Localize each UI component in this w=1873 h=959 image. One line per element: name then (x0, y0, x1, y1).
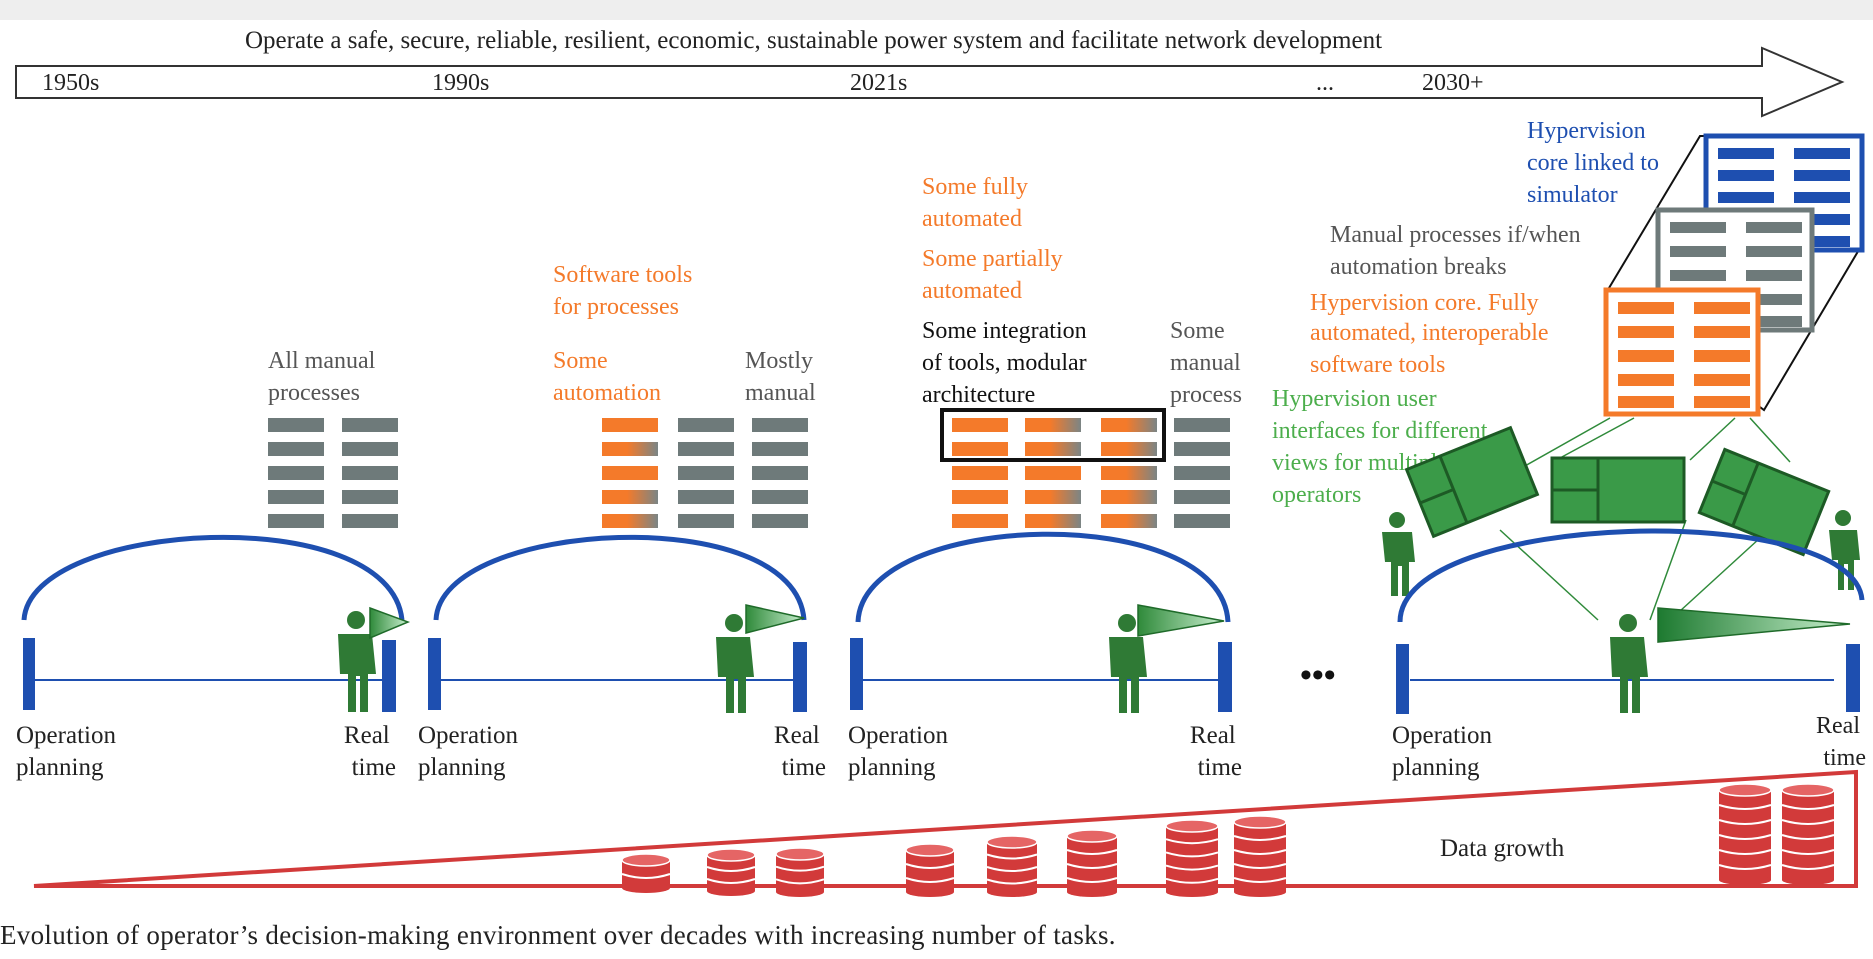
note-user-interfaces: Hypervision user interfaces for differen… (1272, 386, 1493, 508)
era-ellipsis: ... (1316, 70, 1334, 96)
top-bar (0, 0, 1873, 20)
note-manual-breaks: Manual processes if/when automation brea… (1330, 222, 1587, 280)
database-icon (1165, 819, 1219, 897)
timeline-end-label: Real time (1816, 713, 1866, 771)
person-icon (1382, 512, 1415, 596)
figure-caption: Evolution of operator’s decision-making … (0, 920, 1116, 950)
stage-1: All manual processes Operation planning … (16, 348, 411, 781)
start-bar (1396, 644, 1409, 714)
timeline-start-label: Operation planning (418, 722, 524, 781)
screen-icon (1404, 425, 1540, 539)
start-bar (850, 638, 863, 710)
person-icon (1109, 614, 1147, 713)
integration-frame (940, 408, 1166, 462)
timeline-end-label: Real time (774, 722, 826, 781)
person-icon (716, 614, 754, 713)
cycle-arc (21, 534, 405, 621)
cycle-arc (855, 531, 1231, 623)
timeline-end-label: Real time (344, 722, 396, 781)
stage-ellipsis: ••• (1300, 657, 1336, 694)
database-icon (1718, 783, 1772, 885)
stage-4: Hypervision core linked to simulator Man… (1272, 118, 1866, 781)
database-icon (1781, 783, 1835, 885)
flag-icon (1137, 604, 1225, 637)
note-fully-automated: Some fully automated (922, 174, 1034, 232)
note-some-manual: Some manual process (1170, 318, 1247, 408)
database-icons (621, 783, 1835, 897)
note-all-manual: All manual processes (268, 348, 381, 406)
stage-2: Software tools for processes Some automa… (418, 262, 826, 781)
database-icon (905, 843, 955, 897)
process-grid-icon (268, 418, 398, 528)
note-mostly-manual: Mostly manual (745, 348, 819, 406)
screen-icon (1697, 447, 1831, 557)
timeline-start-label: Operation planning (848, 722, 954, 781)
end-bar (382, 640, 396, 712)
banner-goal: Operate a safe, secure, reliable, resili… (245, 27, 1382, 54)
database-icon (621, 853, 671, 893)
note-integration: Some integration of tools, modular archi… (922, 318, 1093, 408)
database-icon (706, 848, 756, 896)
person-icon (1610, 614, 1648, 713)
start-bar (428, 638, 441, 710)
era-1990s: 1990s (432, 70, 489, 96)
arrow-icon (15, 46, 1845, 118)
end-bar (793, 642, 807, 712)
flag-icon (1657, 607, 1851, 643)
process-grid-icon (940, 408, 1230, 528)
note-core: Hypervision core. Fully automated, inter… (1310, 290, 1555, 378)
database-icon (1066, 829, 1118, 897)
note-simulator: Hypervision core linked to simulator (1527, 118, 1665, 208)
note-partially-automated: Some partially automated (922, 246, 1069, 304)
database-icon (1233, 815, 1287, 897)
era-2021s: 2021s (850, 70, 907, 96)
end-bar (1846, 644, 1860, 712)
database-icon (775, 847, 825, 897)
data-growth-label: Data growth (1440, 835, 1565, 862)
cycle-arc (433, 534, 807, 621)
note-some-automation: Some automation (553, 348, 661, 406)
era-2030: 2030+ (1422, 70, 1484, 96)
screen-icon (1550, 456, 1686, 524)
end-bar (1218, 642, 1232, 712)
hypervision-layers (1603, 133, 1865, 417)
data-growth: Data growth (33, 769, 1858, 897)
timeline-end-label: Real time (1190, 722, 1242, 781)
cycle-arc (1397, 528, 1865, 623)
timeline-start-label: Operation planning (1392, 722, 1498, 781)
stage-3: Some fully automated Some partially auto… (848, 174, 1247, 781)
timeline-start-label: Operation planning (16, 722, 122, 781)
start-bar (23, 638, 35, 710)
era-arrow: Operate a safe, secure, reliable, resili… (15, 27, 1845, 118)
era-1950s: 1950s (42, 70, 99, 96)
person-icon (338, 611, 376, 712)
note-software-tools: Software tools for processes (553, 262, 698, 320)
flag-icon (745, 604, 805, 634)
process-grid-icon (602, 418, 808, 528)
database-icon (986, 835, 1038, 897)
flag-icon (369, 606, 411, 640)
